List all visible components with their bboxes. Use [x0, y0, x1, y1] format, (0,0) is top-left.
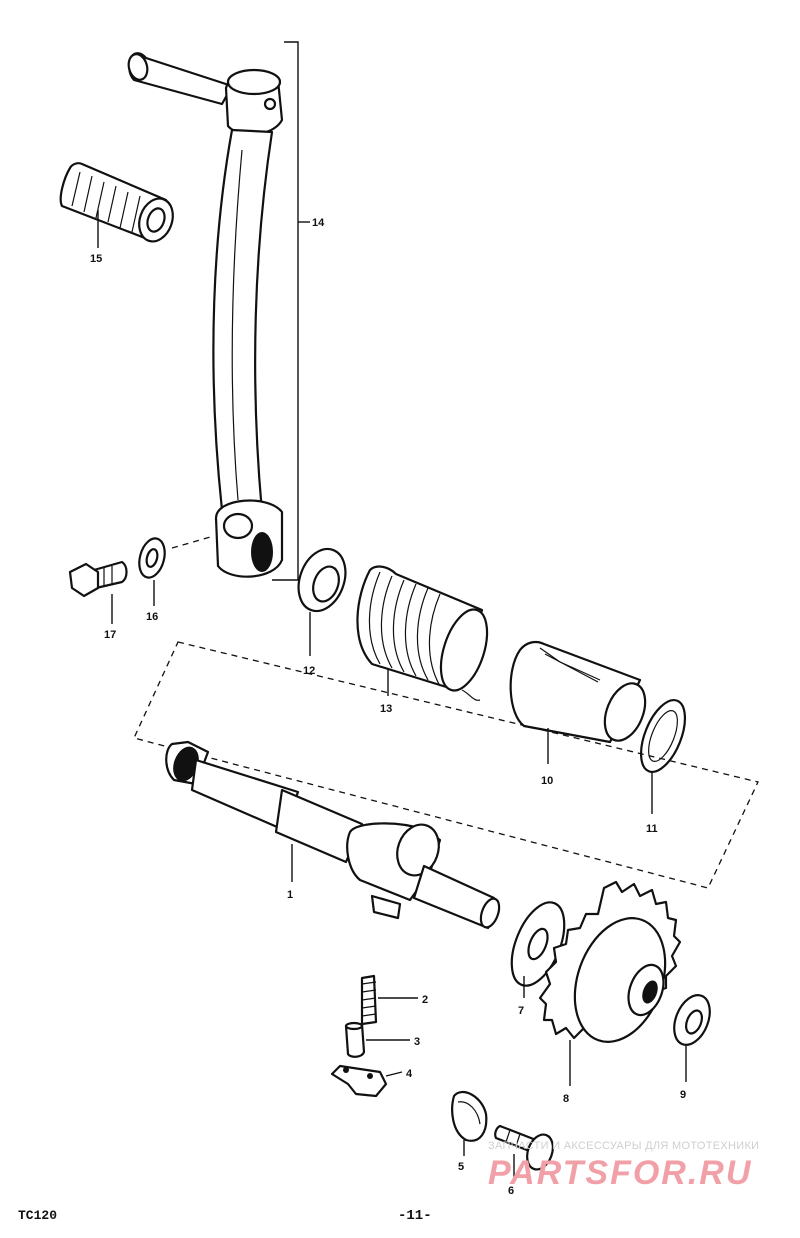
- kick-lever-part: [127, 52, 284, 578]
- callout-11: 11: [646, 823, 658, 835]
- return-spring-part: [356, 565, 489, 701]
- callout-12: 12: [303, 665, 315, 677]
- spring-guide-part: [509, 640, 647, 744]
- callout-1: 1: [287, 889, 293, 901]
- callout-5: 5: [458, 1161, 464, 1173]
- watermark-tagline: ЗАПЧАСТИ И АКСЕССУАРЫ ДЛЯ МОТОТЕХНИКИ: [488, 1140, 760, 1152]
- watermark: ЗАПЧАСТИ И АКСЕССУАРЫ ДЛЯ МОТОТЕХНИКИ PA…: [488, 1140, 794, 1193]
- watermark-logo: PARTSFOR.RU: [488, 1154, 753, 1192]
- kick-rubber-part: [59, 162, 174, 243]
- guide-plate-part: [451, 1090, 488, 1142]
- callout-4: 4: [406, 1068, 413, 1080]
- kick-bolt-part: [68, 560, 128, 598]
- callout-16: 16: [146, 611, 158, 623]
- guide-washer-part: [639, 699, 687, 773]
- page-number: -11-: [398, 1208, 432, 1224]
- callout-13: 13: [380, 703, 392, 715]
- callout-14: 14: [312, 217, 325, 229]
- callout-7: 7: [518, 1005, 524, 1017]
- plate-screw-part: [494, 1124, 554, 1171]
- shaft-washer-part: [510, 901, 566, 987]
- callout-17: 17: [104, 629, 116, 641]
- callout-6: 6: [508, 1185, 514, 1197]
- callout-2: 2: [422, 994, 428, 1006]
- lever-washer-part: [138, 537, 166, 579]
- callout-15: 15: [90, 253, 102, 265]
- pawl-pin-part: [344, 1021, 366, 1058]
- pawl-stopper-part: [330, 1064, 388, 1098]
- kick-guide-part: [297, 547, 347, 613]
- callout-10: 10: [541, 775, 553, 787]
- callout-8: 8: [563, 1093, 569, 1105]
- kick-shaft-part: [165, 740, 501, 930]
- callout-3: 3: [414, 1036, 420, 1048]
- pawl-spring-part: [360, 974, 378, 1026]
- diagram-code: TC120: [18, 1208, 58, 1223]
- kick-gear-part: [538, 880, 682, 1043]
- callout-9: 9: [680, 1089, 686, 1101]
- gear-washer-part: [673, 994, 711, 1046]
